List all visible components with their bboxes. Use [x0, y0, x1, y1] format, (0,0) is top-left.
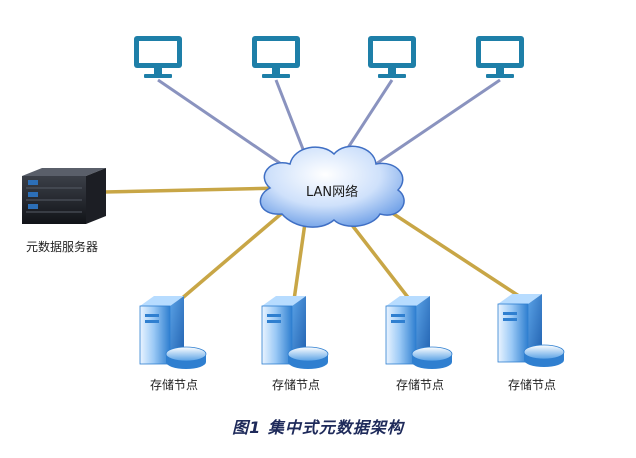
monitor-icon: [134, 36, 182, 78]
storage-link-3: [343, 214, 412, 302]
storage-node-label: 存储节点: [508, 378, 557, 392]
storage-nodes: [139, 294, 565, 369]
tower-server-with-disk-icon: [385, 296, 453, 369]
storage-link-1: [178, 206, 290, 302]
figure-caption: 图1 集中式元数据架构: [232, 418, 404, 437]
rack-server-icon: [22, 168, 106, 224]
storage-node-label: 存储节点: [396, 378, 445, 392]
server-links: [103, 186, 523, 302]
metadata-server-link: [103, 186, 283, 194]
monitor-icon: [252, 36, 300, 78]
monitor-icon: [476, 36, 524, 78]
monitor-icon: [368, 36, 416, 78]
storage-link-4: [379, 203, 523, 300]
client-links: [157, 78, 501, 172]
tower-server-with-disk-icon: [497, 294, 565, 367]
cloud-icon: [259, 145, 405, 228]
storage-node-label: 存储节点: [272, 378, 321, 392]
metadata-server-label: 元数据服务器: [26, 240, 99, 254]
tower-server-with-disk-icon: [139, 296, 207, 369]
tower-server-with-disk-icon: [261, 296, 329, 369]
storage-link-2: [292, 215, 308, 301]
network-label: LAN网络: [306, 185, 359, 200]
client-link-1: [157, 78, 291, 172]
storage-node-label: 存储节点: [150, 378, 199, 392]
client-link-2: [274, 79, 310, 163]
client-monitors: [134, 36, 524, 78]
client-link-4: [369, 78, 501, 170]
